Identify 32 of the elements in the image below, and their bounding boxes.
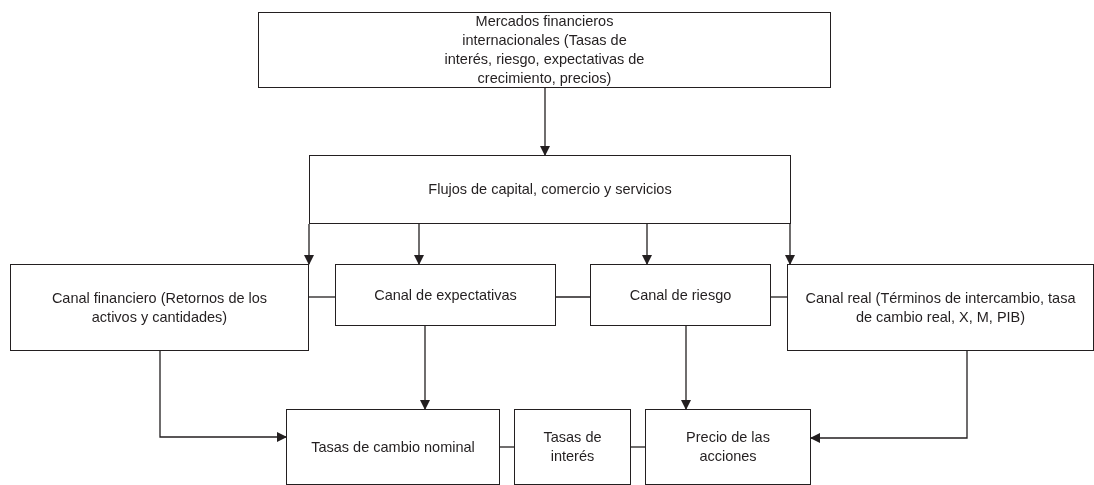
process-box [335, 264, 556, 326]
arrow [159, 350, 287, 442]
process-box [645, 409, 811, 485]
box-label: Mercados financieros internacionales (Tasas de interés, riesgo, expectativas de crecimiento, precios) [444, 12, 645, 88]
box-label: Canal financiero (Retornos de los activos y cantidades) [50, 288, 269, 327]
process-box [787, 264, 1094, 351]
connector-line [555, 296, 591, 298]
process-box [514, 409, 631, 485]
box-label: Tasas de interés [542, 428, 603, 466]
box-label: Canal de expectativas [374, 285, 517, 305]
arrow [540, 87, 550, 156]
process-box [286, 409, 500, 485]
arrow [304, 223, 314, 265]
box-label: Precio de las acciones [685, 428, 771, 466]
connector-line [308, 296, 336, 298]
arrow [810, 350, 968, 443]
arrow [785, 223, 795, 265]
box-label: Canal real (Términos de intercambio, tasa de cambio real, X, M, PIB) [804, 288, 1077, 327]
arrow [681, 325, 691, 410]
arrow [420, 325, 430, 410]
process-box [590, 264, 771, 326]
box-label: Flujos de capital, comercio y servicios [428, 180, 672, 199]
box-label: Tasas de cambio nominal [311, 437, 475, 457]
process-box [258, 12, 831, 88]
connector-line [770, 296, 788, 298]
arrow [642, 223, 652, 265]
connector-line [630, 446, 646, 448]
process-box [10, 264, 309, 351]
arrow [414, 223, 424, 265]
process-box [309, 155, 791, 224]
box-label: Canal de riesgo [629, 285, 732, 305]
connector-line [499, 446, 515, 448]
